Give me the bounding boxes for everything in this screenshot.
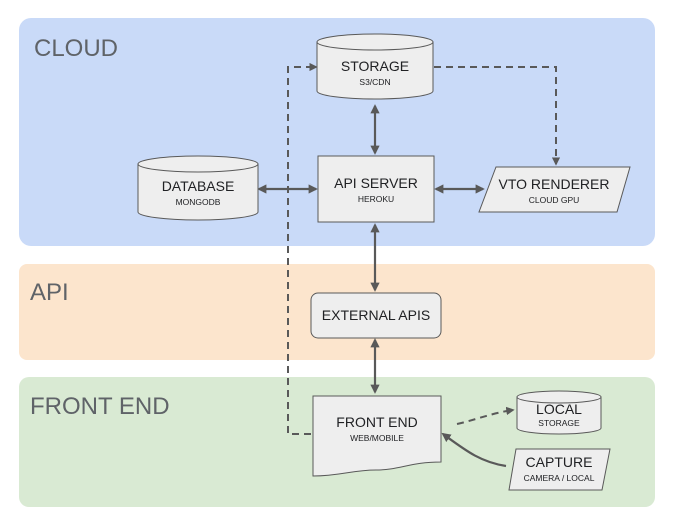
front-end-title: FRONT END (336, 414, 417, 430)
capture-subtitle: CAMERA / LOCAL (524, 473, 595, 483)
node-external-apis: EXTERNAL APIS (310, 292, 442, 339)
capture-title: CAPTURE (526, 454, 593, 470)
node-capture: CAPTURE CAMERA / LOCAL (508, 448, 611, 491)
local-cylinder-top (516, 390, 602, 404)
storage-cylinder-top (316, 33, 434, 51)
local-title: LOCAL (536, 401, 582, 417)
node-vto-renderer: VTO RENDERER CLOUD GPU (478, 166, 631, 213)
database-cylinder-top (137, 155, 259, 173)
zone-frontend-title: FRONT END (30, 393, 170, 420)
capture-parallelogram (508, 448, 611, 491)
external-apis-box (310, 292, 442, 339)
zone-cloud-title: CLOUD (34, 35, 118, 62)
edge-capture-front-end (441, 432, 507, 468)
local-cylinder-shape (516, 396, 602, 435)
storage-subtitle: S3/CDN (359, 77, 390, 87)
storage-cylinder-shape (316, 41, 434, 100)
database-title: DATABASE (162, 178, 235, 194)
node-front-end: FRONT END WEB/MOBILE (312, 395, 442, 477)
node-api-server: API SERVER HEROKU (317, 155, 435, 223)
edge-front-end-local (456, 406, 515, 425)
database-subtitle: MONGODB (176, 197, 221, 207)
vto-renderer-subtitle: CLOUD GPU (529, 195, 580, 205)
edge-storage-vto-renderer (434, 66, 561, 166)
node-storage: STORAGE S3/CDN (316, 33, 434, 100)
api-server-subtitle: HEROKU (358, 194, 394, 204)
edges (257, 62, 561, 468)
front-end-document-shape (312, 395, 442, 477)
front-end-subtitle: WEB/MOBILE (350, 433, 404, 443)
edge-front-end-storage (287, 62, 318, 435)
api-server-title: API SERVER (334, 175, 418, 191)
external-apis-title: EXTERNAL APIS (322, 307, 430, 323)
node-database: DATABASE MONGODB (137, 155, 259, 221)
zone-api-title: API (30, 279, 69, 306)
node-local: LOCAL STORAGE (516, 390, 602, 435)
database-cylinder-shape (137, 163, 259, 221)
local-subtitle: STORAGE (538, 418, 580, 428)
vto-renderer-title: VTO RENDERER (499, 176, 610, 192)
storage-title: STORAGE (341, 58, 409, 74)
api-server-box (317, 155, 435, 223)
vto-renderer-parallelogram (478, 166, 631, 213)
